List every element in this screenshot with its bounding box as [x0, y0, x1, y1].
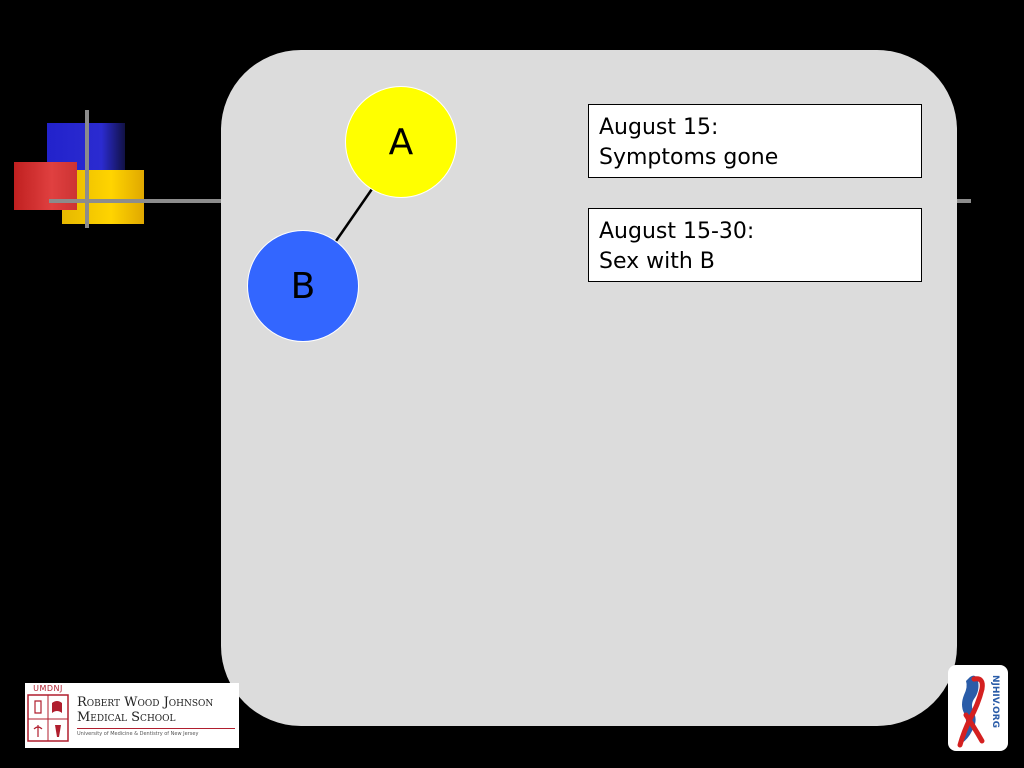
note-symptoms-gone: August 15: Symptoms gone [588, 104, 922, 178]
njhiv-label: NJHIV.ORG [990, 675, 1000, 728]
red-ribbon-nj-icon [957, 675, 985, 748]
rwj-name-line2: Medical School [77, 710, 176, 725]
node-a: A [345, 86, 457, 198]
njhiv-logo: NJHIV.ORG [948, 665, 1008, 751]
note-2-date: August 15-30: [599, 219, 755, 244]
umdnj-seal-icon [27, 694, 69, 742]
note-2-text: Sex with B [599, 249, 715, 274]
rwj-medical-school-logo: UMDNJ Robert Wood Johnson Medical School… [25, 683, 239, 748]
rwj-divider [77, 728, 235, 729]
decorative-vertical-line [85, 110, 89, 228]
rwj-name-line1: Robert Wood Johnson [77, 695, 214, 710]
node-b-label: B [290, 265, 316, 307]
umdnj-label: UMDNJ [33, 684, 63, 693]
note-sex-with-b: August 15-30: Sex with B [588, 208, 922, 282]
node-b: B [247, 230, 359, 342]
edge-a-b [334, 188, 374, 242]
note-1-date: August 15: [599, 115, 719, 140]
note-1-text: Symptoms gone [599, 145, 779, 170]
node-a-label: A [388, 121, 414, 163]
rwj-subtitle: University of Medicine & Dentistry of Ne… [77, 731, 199, 737]
